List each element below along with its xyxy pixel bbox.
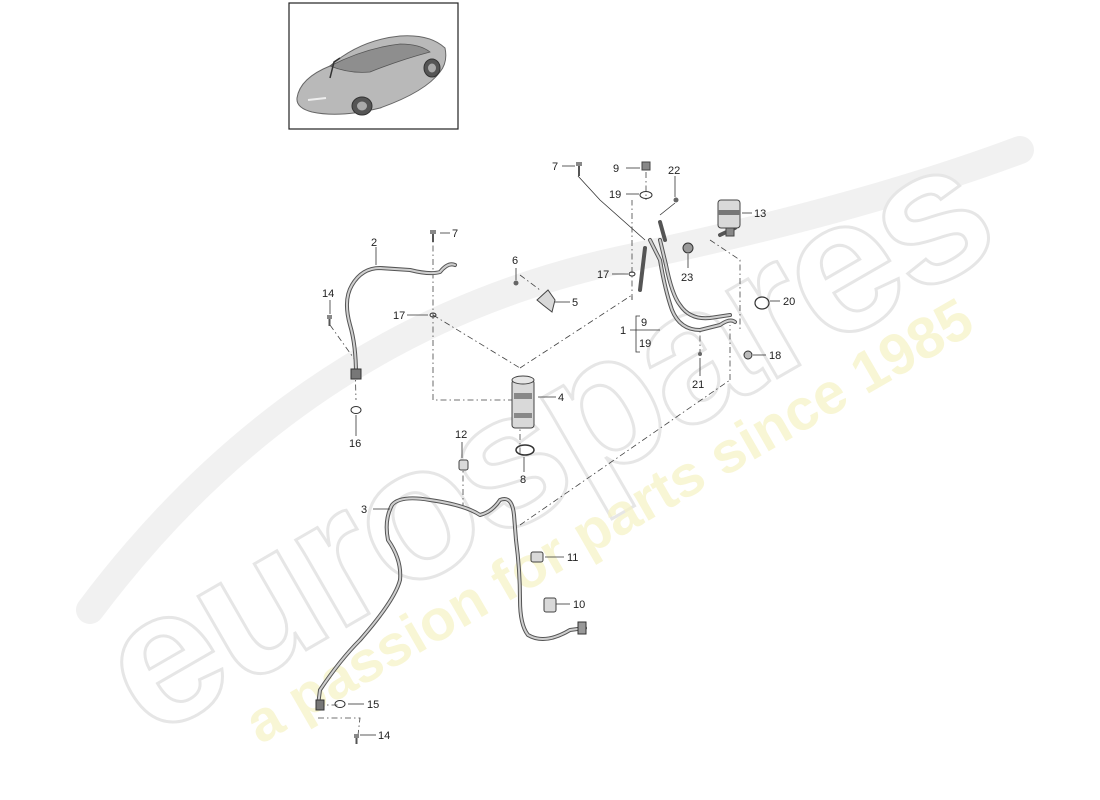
- valve-10: [543, 597, 557, 613]
- callout-7a: 7: [552, 161, 558, 173]
- callouts: 1 9 19 2 3 4 5 6 7 7 8 9 10 11 12 13 14 …: [322, 161, 795, 742]
- car-thumbnail: [288, 2, 459, 130]
- callout-11: 11: [567, 552, 578, 564]
- screw-14a: [327, 315, 332, 326]
- callout-14a: 14: [322, 288, 334, 300]
- o-ring-16: [350, 406, 362, 414]
- screw-7b: [430, 230, 436, 242]
- o-ring-17a: [429, 312, 437, 318]
- callout-1: 1: [620, 325, 626, 337]
- stud-21: [698, 352, 702, 356]
- callout-15: 15: [367, 699, 379, 711]
- pressure-sensor: [717, 199, 741, 237]
- o-ring-17b: [628, 271, 636, 277]
- o-ring-20: [754, 296, 770, 310]
- valve-11: [530, 551, 544, 563]
- callout-1-sub-19: 19: [639, 338, 651, 350]
- screw-7a: [576, 162, 582, 176]
- stud-6: [513, 280, 519, 286]
- callout-10: 10: [573, 599, 585, 611]
- callout-17a: 17: [393, 310, 405, 322]
- callout-7b: 7: [452, 228, 458, 240]
- o-ring-19: [639, 191, 653, 199]
- callout-4: 4: [558, 392, 564, 404]
- callout-5: 5: [572, 297, 578, 309]
- parts: [315, 161, 770, 744]
- callout-16: 16: [349, 438, 361, 450]
- callout-12: 12: [455, 429, 467, 441]
- watermark-brand: eurospares: [65, 100, 1024, 776]
- assembly-lines: [318, 172, 741, 736]
- callout-6: 6: [512, 255, 518, 267]
- callout-14b: 14: [378, 730, 390, 742]
- callout-21: 21: [692, 379, 704, 391]
- stud-22: [673, 197, 679, 203]
- callout-20: 20: [783, 296, 795, 308]
- callout-2: 2: [371, 237, 377, 249]
- watermark: eurospares a passion for parts since 198…: [63, 98, 1034, 777]
- car-icon: [296, 35, 447, 116]
- screw-14b: [354, 734, 359, 744]
- callout-23: 23: [681, 272, 693, 284]
- clamp: [515, 444, 535, 456]
- callout-9: 9: [613, 163, 619, 175]
- callout-8: 8: [520, 474, 526, 486]
- callout-3: 3: [361, 504, 367, 516]
- o-ring-18: [743, 350, 753, 360]
- leader-lines: [329, 165, 780, 736]
- screw-9: [641, 161, 651, 171]
- receiver-drier: [511, 375, 535, 429]
- pipes: [316, 220, 737, 707]
- callout-17b: 17: [597, 269, 609, 281]
- callout-13: 13: [754, 208, 766, 220]
- o-ring-15: [334, 700, 346, 708]
- bracket: [536, 289, 556, 313]
- callout-19: 19: [609, 189, 621, 201]
- cap-12: [458, 459, 469, 471]
- callout-18: 18: [769, 350, 781, 362]
- nut: [682, 242, 694, 254]
- callout-22: 22: [668, 165, 680, 177]
- callout-1-sub-9: 9: [641, 317, 647, 329]
